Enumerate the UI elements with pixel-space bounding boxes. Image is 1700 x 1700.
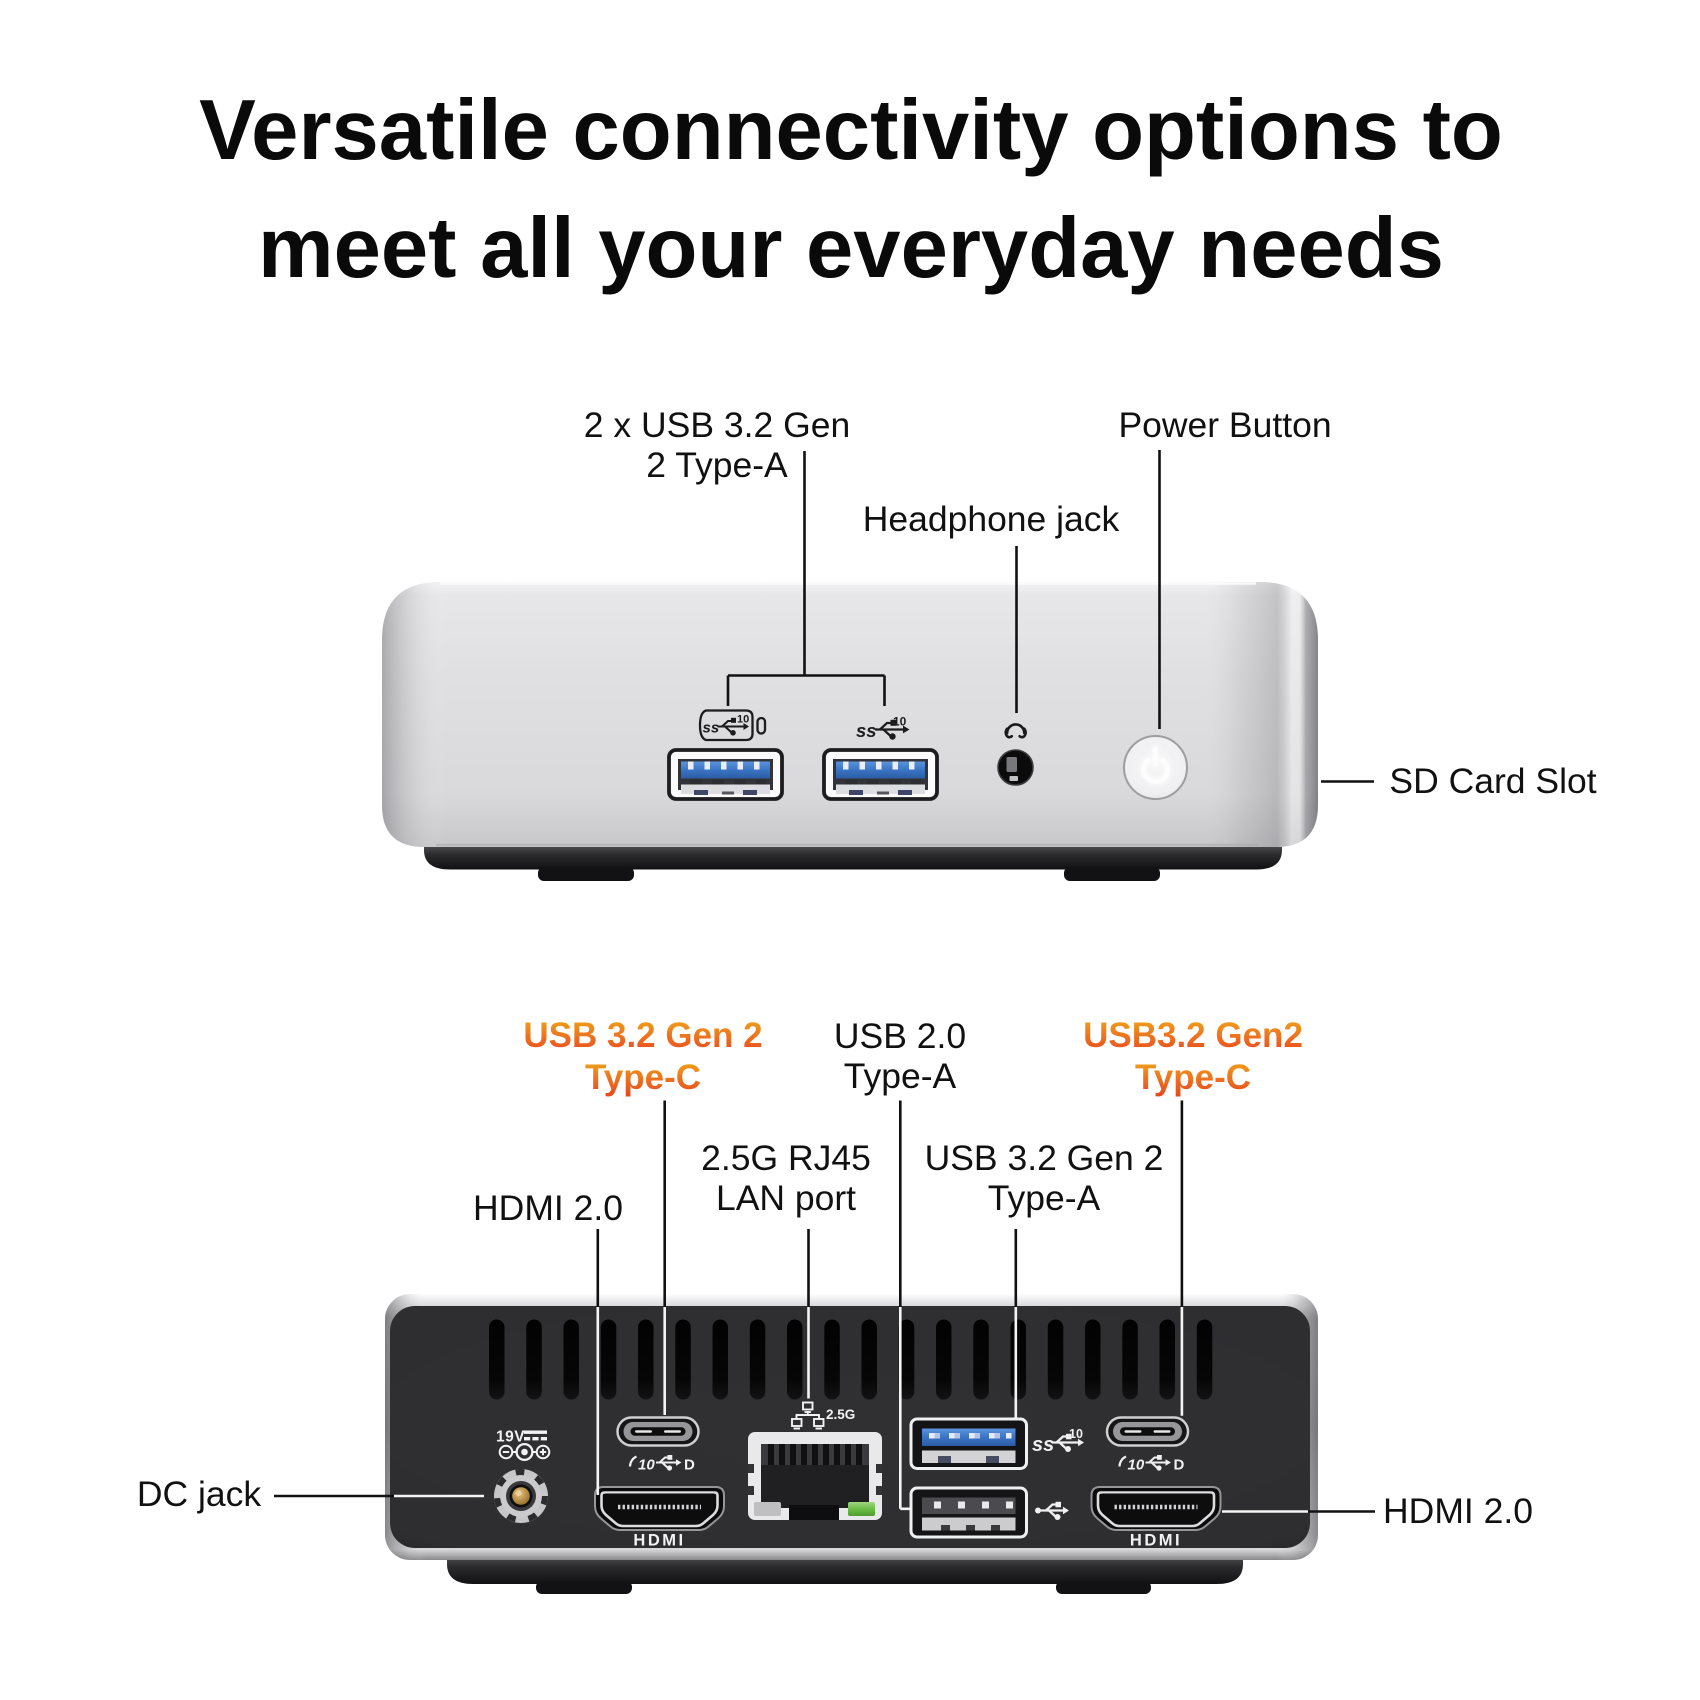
svg-text:ss: ss — [1032, 1434, 1054, 1456]
svg-text:HDMI: HDMI — [1130, 1532, 1182, 1550]
svg-text:10: 10 — [893, 715, 907, 729]
svg-text:19V: 19V — [496, 1429, 525, 1446]
svg-text:10: 10 — [1128, 1457, 1145, 1474]
svg-text:HDMI: HDMI — [633, 1532, 685, 1550]
svg-text:ss: ss — [856, 720, 877, 741]
svg-text:D: D — [684, 1457, 695, 1474]
svg-text:ss: ss — [703, 720, 720, 737]
svg-text:10: 10 — [1069, 1427, 1083, 1441]
svg-text:2.5G: 2.5G — [826, 1407, 855, 1422]
svg-text:10: 10 — [737, 714, 749, 726]
svg-text:D: D — [1174, 1457, 1185, 1474]
svg-text:10: 10 — [638, 1457, 655, 1474]
